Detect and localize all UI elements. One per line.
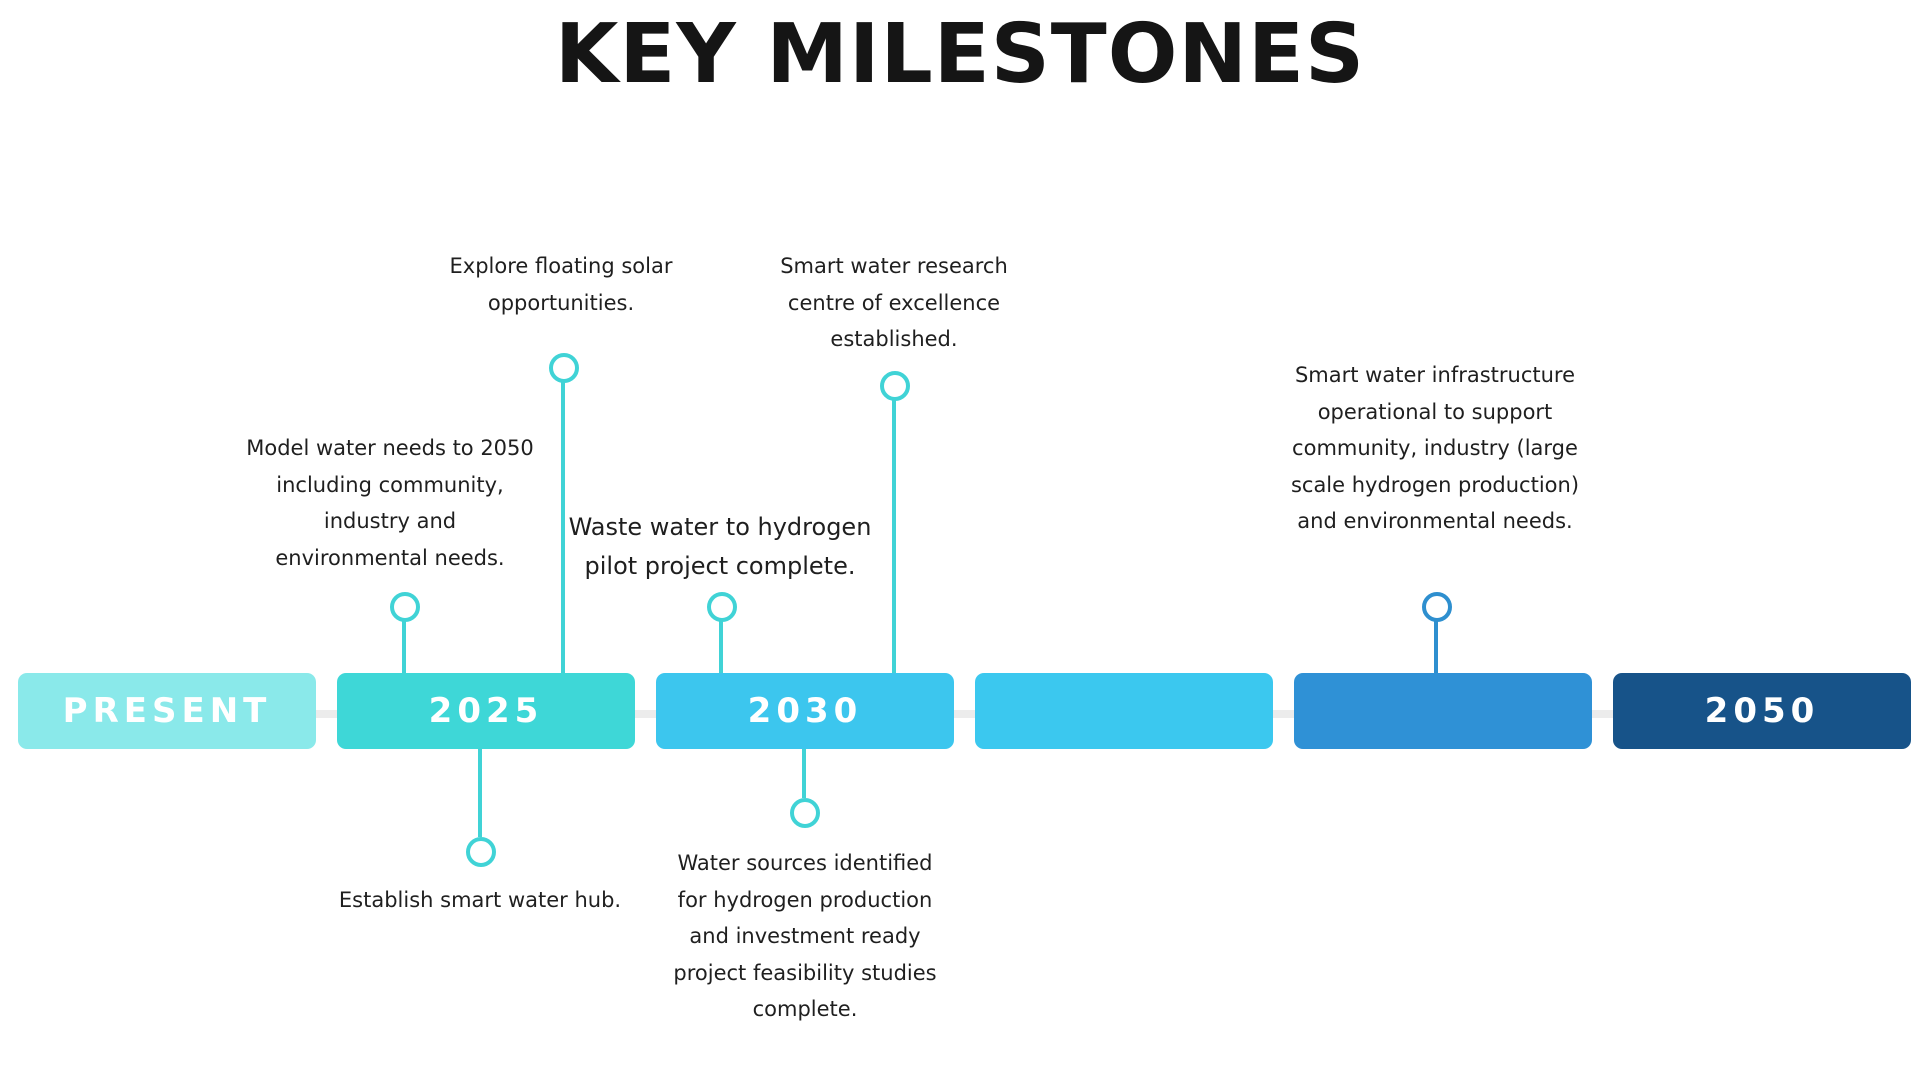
timeline-segment-present: PRESENT [18, 673, 316, 749]
milestone-node [1422, 592, 1452, 622]
milestone-note-research-centre: Smart water research centre of excellenc… [780, 254, 1008, 351]
timeline-segment-2025: 2025 [337, 673, 635, 749]
milestone-connector [719, 620, 723, 673]
timeline-segment-blank-1 [975, 673, 1273, 749]
milestone-connector [1434, 620, 1438, 673]
timeline-segment-2030: 2030 [656, 673, 954, 749]
milestone-note-waste-water-hydrogen: Waste water to hydrogen pilot project co… [568, 513, 872, 580]
milestone-node [880, 371, 910, 401]
milestone-connector [402, 620, 406, 673]
page-title: KEY MILESTONES [554, 7, 1366, 102]
timeline-track [40, 710, 1880, 718]
segment-label: 2030 [747, 691, 863, 731]
timeline-segment-blank-2 [1294, 673, 1592, 749]
milestone-node [549, 353, 579, 383]
milestone-connector [802, 749, 806, 798]
milestone-connector [561, 381, 565, 673]
timeline-segment-2050: 2050 [1613, 673, 1911, 749]
milestone-connector [892, 399, 896, 673]
milestone-node [466, 837, 496, 867]
milestone-node [707, 592, 737, 622]
milestone-connector [478, 749, 482, 837]
milestone-note-smart-infrastructure: Smart water infrastructure operational t… [1290, 363, 1580, 533]
milestone-note-model-water: Model water needs to 2050 including comm… [246, 436, 534, 570]
segment-label: PRESENT [62, 691, 272, 731]
segment-label: 2050 [1704, 691, 1820, 731]
milestone-note-smart-water-hub: Establish smart water hub. [338, 888, 622, 912]
milestone-note-water-sources: Water sources identified for hydrogen pr… [673, 851, 937, 1021]
milestone-node [390, 592, 420, 622]
milestone-note-floating-solar: Explore floating solar opportunities. [449, 254, 673, 315]
milestone-node [790, 798, 820, 828]
segment-label: 2025 [428, 691, 544, 731]
